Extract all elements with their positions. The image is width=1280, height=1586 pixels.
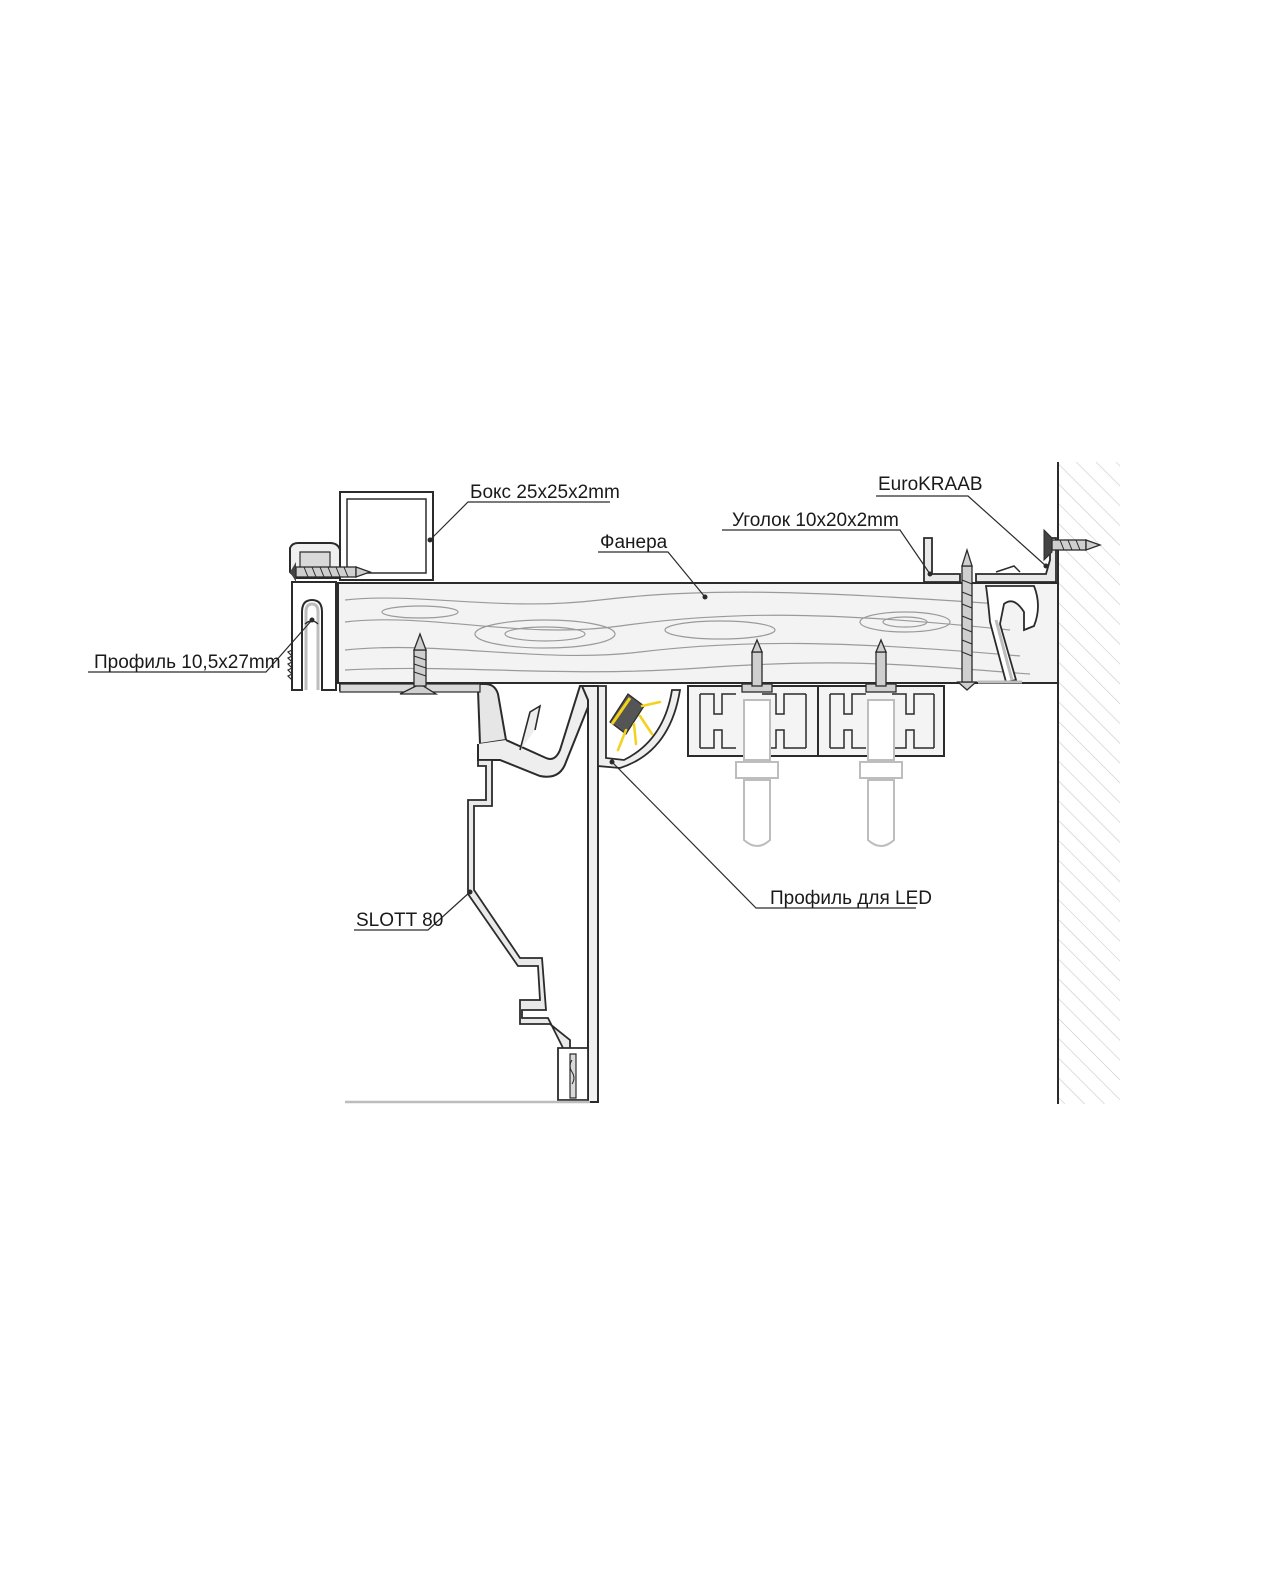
label-box: Бокс 25х25х2mm xyxy=(470,482,620,503)
leader-lines xyxy=(88,495,1047,931)
screw-left-top xyxy=(290,562,372,582)
label-profile-small: Профиль 10,5х27mm xyxy=(94,652,281,673)
slott-80-profile xyxy=(339,683,599,1103)
label-plywood: Фанера xyxy=(600,532,668,553)
screw-right-vertical xyxy=(956,547,978,691)
angle-profile xyxy=(923,537,961,583)
led-profile xyxy=(597,685,682,769)
plywood-board xyxy=(337,582,1059,684)
eurokraab-profile xyxy=(975,537,1057,684)
label-angle: Уголок 10х20х2mm xyxy=(732,510,899,531)
leader-dots xyxy=(309,537,1049,895)
led-light-rays xyxy=(616,700,662,752)
screw-wall xyxy=(1043,528,1102,562)
square-box-profile xyxy=(339,491,434,581)
wall xyxy=(1057,462,1120,1104)
dowel-anchor-1 xyxy=(735,638,779,847)
label-slott: SLOTT 80 xyxy=(356,910,443,931)
label-eurokraab: EuroKRAAB xyxy=(878,474,983,495)
label-led-profile: Профиль для LED xyxy=(770,888,932,909)
screw-bottom-left xyxy=(399,632,439,695)
dowel-anchor-2 xyxy=(859,638,903,847)
